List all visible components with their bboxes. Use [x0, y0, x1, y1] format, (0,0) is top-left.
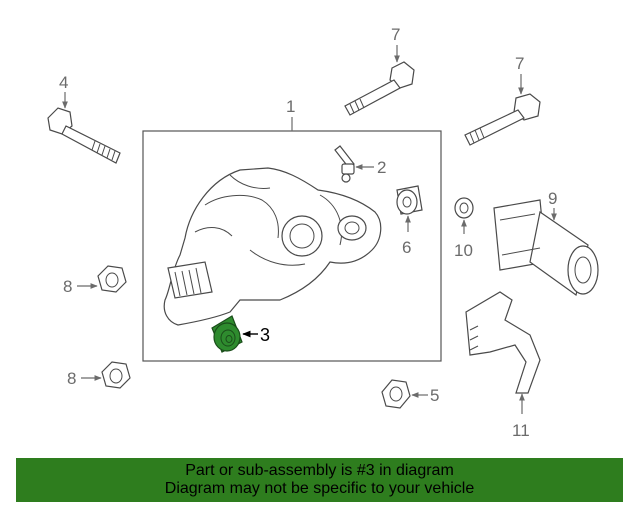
actuator-motor-part-9[interactable] [493, 199, 599, 297]
info-banner: Part or sub-assembly is #3 in diagram Di… [16, 458, 623, 502]
callout-8-upper[interactable]: 8 [63, 277, 72, 296]
callout-2[interactable]: 2 [377, 158, 386, 177]
bolt-part-7-right[interactable] [464, 93, 541, 146]
callout-5[interactable]: 5 [430, 386, 439, 405]
sensor-part-2[interactable] [334, 145, 355, 183]
nut-part-8-lower[interactable] [101, 361, 131, 389]
callout-10[interactable]: 10 [454, 241, 473, 260]
callout-1[interactable]: 1 [286, 97, 295, 116]
nut-part-8-upper[interactable] [97, 265, 127, 293]
callout-7-upper[interactable]: 7 [391, 25, 400, 44]
callout-3[interactable]: 3 [260, 325, 270, 345]
banner-line-2: Diagram may not be specific to your vehi… [164, 480, 475, 497]
nut-part-5[interactable] [381, 379, 411, 409]
callout-8-lower[interactable]: 8 [67, 369, 76, 388]
banner-line-1: Part or sub-assembly is #3 in diagram [185, 462, 454, 479]
washer-part-10[interactable] [454, 197, 474, 219]
bolt-part-7-upper[interactable] [344, 61, 415, 116]
callout-4[interactable]: 4 [59, 73, 68, 92]
bushing-part-6[interactable] [396, 185, 423, 215]
callout-6[interactable]: 6 [402, 238, 411, 257]
callout-9[interactable]: 9 [548, 189, 557, 208]
callout-11[interactable]: 11 [512, 421, 530, 440]
highlighted-part-3[interactable] [211, 315, 243, 353]
callout-7-right[interactable]: 7 [515, 54, 524, 73]
parts-diagram: 1 2 6 3 [47, 25, 599, 440]
bolt-part-4[interactable] [47, 107, 121, 164]
bracket-part-11[interactable] [465, 291, 541, 394]
differential-housing[interactable] [163, 167, 382, 326]
